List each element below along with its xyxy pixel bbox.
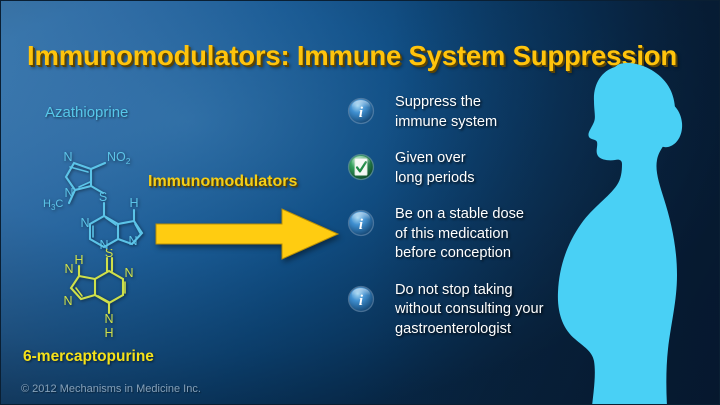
list-item: i Be on a stable dose of this medication… [347,205,583,264]
atom-label-n: N [104,312,113,326]
atom-label-h: H [104,326,113,340]
list-item-label: Given over long periods [395,150,475,186]
azathioprine-label: Azathioprine [45,104,129,121]
page-title: Immunomodulators: Immune System Suppress… [27,40,677,71]
atom-label-s: S [99,190,107,204]
list-item-label: Suppress the immune system [395,94,498,130]
atom-label-methyl: H3C [43,198,63,212]
list-item: Given over long periods [347,149,583,188]
list-item: i Do not stop taking without consulting … [347,281,583,340]
azathioprine-structure: N N NO2 S N N N H H3C [43,150,144,249]
atom-label-nitro: NO2 [107,150,131,166]
copyright-text: © 2012 Mechanisms in Medicine Inc. [21,383,201,395]
immunomodulators-label: Immunomodulators [148,173,298,190]
pregnant-woman-silhouette [557,63,683,404]
atom-label-s: S [105,249,113,260]
atom-label-n: N [63,294,72,308]
mercaptopurine-label: 6-mercaptopurine [23,348,154,365]
atom-label-h: H [74,253,83,267]
svg-text:i: i [359,105,364,121]
checklist-icon[interactable] [347,153,375,181]
info-icon[interactable]: i [347,209,375,237]
list-item: i Suppress the immune system [347,93,583,132]
atom-label-h: H [129,196,138,210]
bullet-list: i Suppress the immune system [347,93,583,356]
atom-label-n: N [64,262,73,276]
right-arrow-icon [155,208,340,260]
svg-text:i: i [359,293,364,309]
atom-label-n: N [124,266,133,280]
atom-label-n: N [63,150,72,164]
svg-text:i: i [359,217,364,233]
mercaptopurine-structure: S H N N N N H [63,249,133,340]
list-item-label: Do not stop taking without consulting yo… [395,281,544,337]
list-item-label: Be on a stable dose of this medication b… [395,206,525,261]
info-icon[interactable]: i [347,97,375,125]
info-icon[interactable]: i [347,285,375,313]
atom-label-n: N [80,216,89,230]
atom-label-n: N [99,238,108,249]
atom-label-n: N [128,234,137,248]
atom-label-n: N [64,186,73,200]
